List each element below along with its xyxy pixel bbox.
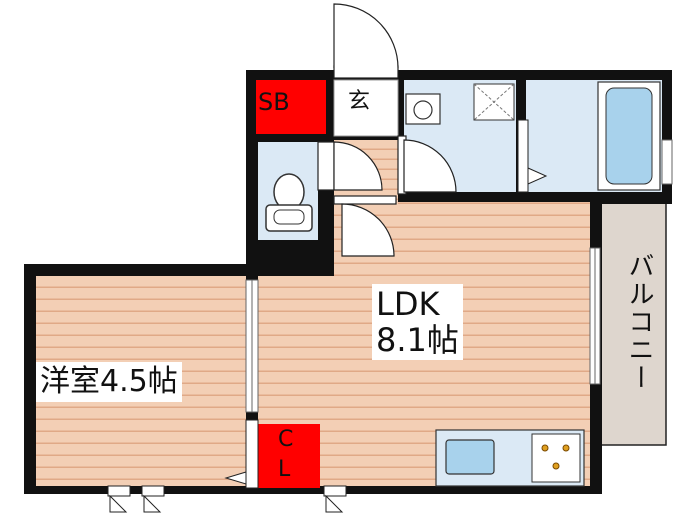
burner-1: [541, 444, 549, 452]
bath-window: [661, 139, 673, 185]
closet-label-line2: L: [278, 457, 291, 482]
ldk-size: 8.1帖: [376, 321, 459, 359]
closet: [258, 424, 320, 488]
closet-label-line1: C: [278, 427, 294, 452]
entrance-door: [333, 3, 399, 79]
balcony-label: バルコニー: [624, 252, 654, 392]
western-room-sliding-door: [245, 279, 259, 413]
balcony-window: [589, 247, 601, 385]
burner-2: [562, 444, 570, 452]
toilet-door: [317, 141, 383, 191]
bathroom-door: [517, 119, 548, 193]
bathtub-basin: [605, 87, 653, 185]
entrance-label: 玄: [348, 89, 371, 114]
kitchen-sink: [445, 439, 495, 475]
shoe-box: [256, 80, 326, 134]
shoe-box-label: SB: [258, 88, 290, 116]
burner-3: [552, 462, 560, 470]
ldk-label: LDK 8.1帖: [372, 284, 463, 360]
western-room-label: 洋室4.5帖: [36, 362, 182, 402]
ldk-door: [333, 195, 397, 257]
ldk-name: LDK: [376, 285, 440, 323]
washbasin-bowl: [413, 100, 433, 120]
cooktop: [531, 433, 581, 483]
washroom-door: [397, 135, 457, 195]
bottom-windows: [107, 485, 347, 513]
toilet-seat: [273, 209, 305, 225]
closet-door: [224, 419, 259, 489]
balcony-area: [597, 199, 667, 446]
entrance-tile: [333, 79, 399, 137]
